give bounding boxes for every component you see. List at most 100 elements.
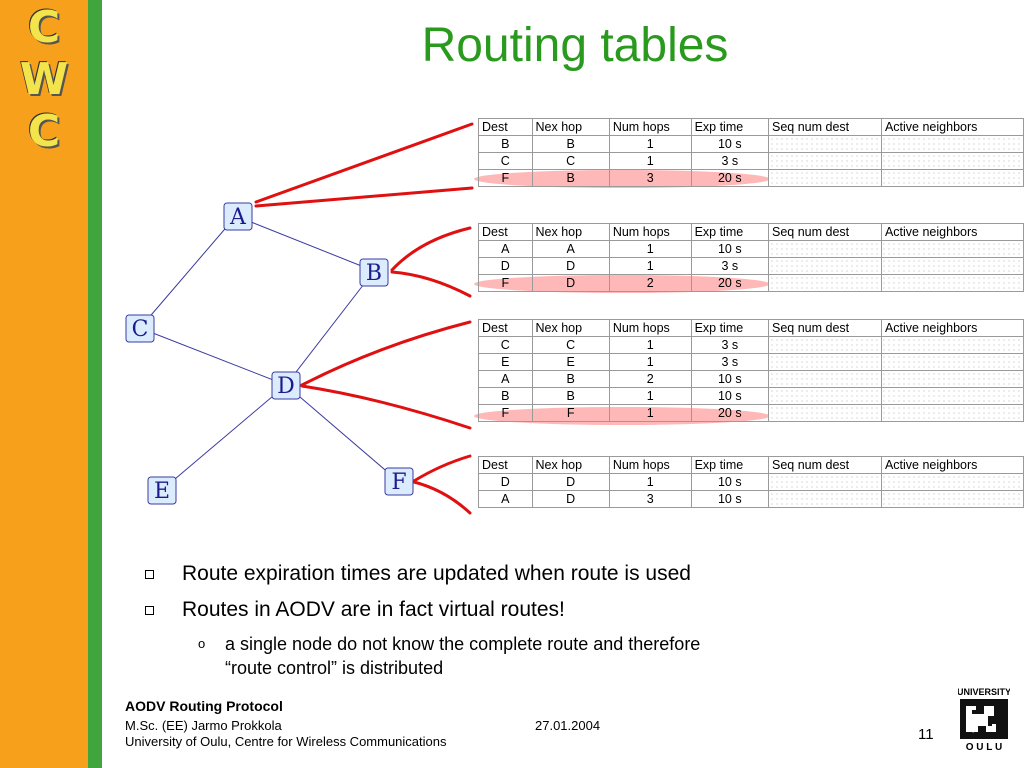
footer-university: University of Oulu, Centre for Wireless …	[125, 734, 447, 749]
edge-d-f	[285, 384, 399, 482]
circle-bullet-icon: o	[198, 636, 206, 651]
logo-letter-1: C	[27, 2, 61, 53]
header-cell: Exp time	[690, 456, 770, 474]
footer-title: AODV Routing Protocol	[125, 698, 283, 714]
footer-date: 27.01.2004	[535, 718, 601, 733]
header-cell: Num hops	[608, 456, 692, 474]
table-cell: 10 s	[690, 135, 770, 153]
header-cell: Seq num dest	[768, 319, 882, 337]
table-cell: D	[478, 257, 533, 275]
table-cell: D	[478, 473, 533, 491]
header-cell: Active neighbors	[880, 118, 1024, 136]
table-cell: B	[478, 387, 533, 405]
table-cell: 3 s	[690, 152, 770, 170]
empty-cell	[768, 169, 882, 187]
table-cell: C	[478, 336, 533, 354]
header-cell: Dest	[478, 456, 533, 474]
table-cell: 10 s	[690, 490, 770, 508]
table-cell: 20 s	[690, 274, 770, 292]
table-cell: 3 s	[690, 336, 770, 354]
edge-c-d	[139, 327, 287, 386]
table-cell: 1	[608, 353, 692, 371]
link-d-table-bottom	[300, 384, 472, 430]
empty-cell	[768, 152, 882, 170]
node-a: A	[223, 202, 253, 231]
link-a-table-bottom	[254, 186, 474, 208]
table-cell: 1	[608, 387, 692, 405]
table-cell: E	[531, 353, 610, 371]
header-cell: Num hops	[608, 223, 692, 241]
empty-cell	[768, 387, 882, 405]
sub-bullet-line-2: “route control” is distributed	[225, 658, 444, 678]
empty-cell	[880, 404, 1024, 422]
empty-cell	[768, 404, 882, 422]
empty-cell	[880, 257, 1024, 275]
svg-text:UNIVERSITY: UNIVERSITY	[958, 687, 1010, 697]
green-stripe	[88, 0, 102, 768]
svg-text:A: A	[229, 205, 247, 230]
table-cell: A	[478, 370, 533, 388]
header-cell: Exp time	[690, 319, 770, 337]
edge-d-e	[161, 384, 287, 491]
bullet-square-icon	[145, 606, 154, 615]
table-cell: 1	[608, 336, 692, 354]
empty-cell	[768, 336, 882, 354]
table-cell: 10 s	[690, 370, 770, 388]
header-cell: Seq num dest	[768, 223, 882, 241]
header-cell: Nex hop	[531, 223, 610, 241]
sub-bullet-line-1: a single node do not know the complete r…	[225, 634, 701, 654]
link-b-table-bottom	[390, 270, 472, 298]
empty-cell	[880, 135, 1024, 153]
table-cell: 1	[608, 135, 692, 153]
header-cell: Nex hop	[531, 456, 610, 474]
header-cell: Dest	[478, 223, 533, 241]
empty-cell	[768, 473, 882, 491]
link-f-table-top	[412, 454, 472, 483]
table-cell: B	[531, 387, 610, 405]
header-cell: Num hops	[608, 319, 692, 337]
table-cell: F	[478, 169, 533, 187]
edge-b-d	[285, 270, 375, 386]
table-cell: D	[531, 473, 610, 491]
slide-title: Routing tables	[421, 19, 729, 72]
table-cell: 2	[608, 370, 692, 388]
table-cell: 10 s	[690, 240, 770, 258]
empty-cell	[768, 240, 882, 258]
bullet-2-text: Routes in AODV are in fact virtual route…	[182, 598, 565, 621]
header-cell: Seq num dest	[768, 118, 882, 136]
table-cell: E	[478, 353, 533, 371]
empty-cell	[768, 490, 882, 508]
logo-letter-3: C	[27, 106, 61, 157]
header-cell: Nex hop	[531, 118, 610, 136]
header-cell: Num hops	[608, 118, 692, 136]
node-d: D	[271, 371, 301, 400]
table-cell: 1	[608, 404, 692, 422]
table-cell: B	[478, 135, 533, 153]
sub-bullet: o a single node do not know the complete…	[198, 632, 701, 680]
node-f: F	[384, 467, 414, 496]
table-cell: 20 s	[690, 169, 770, 187]
table-cell: D	[531, 257, 610, 275]
table-cell: 3 s	[690, 257, 770, 275]
footer-author: M.Sc. (EE) Jarmo Prokkola	[125, 718, 282, 733]
link-b-table-top	[390, 226, 472, 272]
node-b: B	[359, 258, 389, 287]
empty-cell	[880, 387, 1024, 405]
empty-cell	[880, 274, 1024, 292]
header-cell: Active neighbors	[880, 223, 1024, 241]
empty-cell	[768, 370, 882, 388]
